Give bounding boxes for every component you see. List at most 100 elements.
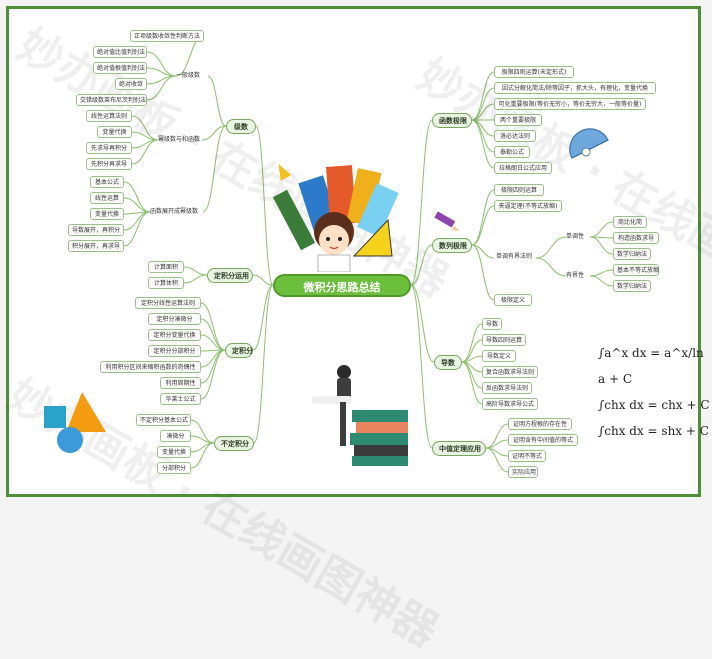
protractor-icon [569,128,609,159]
connector-line [123,197,151,213]
mvt-item[interactable]: 证明不等式 [508,450,546,462]
connector-line [200,302,226,351]
connector-line [200,318,226,351]
branch-indefinite[interactable]: 不定积分 [214,436,254,451]
limits-item[interactable]: 两个重要极限 [494,114,542,126]
derivative-item[interactable]: 导数四则运算 [482,334,526,346]
connector-line [183,274,208,284]
seq-bound-item[interactable]: 数学归纳法 [613,280,651,292]
limits-item[interactable]: 拉格朗日公式应用 [494,162,552,174]
branch-mvt[interactable]: 中值定理应用 [432,441,486,456]
branch-limits[interactable]: 函数极限 [432,113,472,128]
connector-line [589,236,614,255]
definite-apply-item[interactable]: 计算体积 [148,277,184,289]
seq-item[interactable]: 夹逼定理(不等式放缩) [494,200,562,212]
indefinite-item[interactable]: 分部积分 [157,462,191,474]
central-topic[interactable]: 微积分思路总结 [273,274,411,297]
books-girl-illustration [272,163,399,272]
connector-line [471,244,495,301]
definite-item[interactable]: 定积分分部积分 [148,345,201,357]
definite-item[interactable]: 华莱士公式 [160,393,201,405]
mvt-item[interactable]: 证明方程根的存在性 [508,418,572,430]
group-power-series[interactable]: 幂级数与和函数 [158,136,201,143]
connector-line [471,244,495,259]
seq-bound-item[interactable]: 基本不等式放缩 [613,264,659,276]
series-item[interactable]: 积分展开，再求导 [68,240,124,252]
seq-mono-item[interactable]: 构造函数求导 [613,232,659,244]
limits-item[interactable]: 泰勒公式 [494,146,530,158]
derivative-item[interactable]: 复合函数求导法则 [482,366,538,378]
connector-line [589,221,614,238]
connector-line [471,189,495,246]
seq-mono-label[interactable]: 单调性 [566,233,585,240]
indefinite-item[interactable]: 变量代换 [157,446,191,458]
indefinite-item[interactable]: 凑微分 [160,430,191,442]
connector-line [201,125,227,141]
mvt-item[interactable]: 证明含有中间值的等式 [508,434,578,446]
connector-line [146,75,177,101]
series-item[interactable]: 线性运算 [90,192,124,204]
derivative-item[interactable]: 高阶导数求导公式 [482,398,538,410]
seq-bound-label[interactable]: 有界性 [566,272,585,279]
formula-notes: ∫a^x dx = a^x/ln a + C ∫chx dx = chx + C… [598,340,712,444]
derivative-item[interactable]: 反函数求导法则 [482,382,532,394]
definite-item[interactable]: 定积分凑微分 [148,313,201,325]
series-item[interactable]: 绝对值比值判别法 [93,46,147,58]
series-item[interactable]: 正项级数收敛性判断方法 [130,30,204,42]
limits-item[interactable]: 因式分解化简法/除等因子，抓大头，有理化，变量代换 [494,82,656,94]
indefinite-item[interactable]: 不定积分基本公式 [136,414,191,426]
limits-item[interactable]: 极限四则运算(未定形式) [494,66,574,78]
pencil-icon [434,211,460,231]
series-item[interactable]: 先积分再求导 [86,158,132,170]
series-item[interactable]: 绝对收敛 [115,78,147,90]
seq-mono-item[interactable]: 数学归纳法 [613,248,651,260]
definite-item[interactable]: 定积分线性运算法则 [135,297,201,309]
series-item[interactable]: 导数展开，再积分 [68,224,124,236]
limits-item[interactable]: 洛必达法则 [494,130,536,142]
connector-line [410,244,433,286]
definite-item[interactable]: 利用积分区间来缩积函数的奇偶性 [100,361,201,373]
limits-item[interactable]: 可化重要极限(等价无穷小，等价无穷大，一般等价量) [494,98,646,110]
connector-line [471,119,495,169]
series-item[interactable]: 交错级数莱布尼茨判别法 [76,94,147,106]
derivative-item[interactable]: 导数定义 [482,350,516,362]
branch-series[interactable]: 级数 [226,119,256,134]
connector-line [589,269,614,277]
branch-derivative[interactable]: 导数 [434,355,462,370]
branch-definite[interactable]: 定积分 [225,343,253,358]
series-item[interactable]: 先求导再积分 [86,142,132,154]
seq-monotone-label[interactable]: 单调有界法则 [496,253,533,260]
series-item[interactable]: 基本公式 [90,176,124,188]
connector-line [252,274,274,286]
seq-mono-item[interactable]: 商比化简 [613,216,647,228]
connector-line [535,236,567,259]
formula-2: ∫chx dx = chx + C [598,398,710,412]
formula-3: ∫chx dx = shx + C [598,424,709,438]
connector-line [461,361,483,405]
series-item[interactable]: 变量代换 [97,126,132,138]
seq-item[interactable]: 极限定义 [494,294,532,306]
derivative-item[interactable]: 导数 [482,318,502,330]
connector-line [253,284,274,444]
connector-line [589,275,614,287]
branch-definite-apply[interactable]: 定积分运用 [207,268,253,283]
connector-line [252,284,274,351]
series-item[interactable]: 线性运算法则 [86,110,132,122]
series-item[interactable]: 变量代换 [90,208,124,220]
branch-seq-limits[interactable]: 数列极限 [432,238,472,253]
connector-line [131,139,159,165]
definite-item[interactable]: 定积分变量代换 [148,329,201,341]
definite-item[interactable]: 利用周期性 [160,377,201,389]
definite-apply-item[interactable]: 计算面积 [148,261,184,273]
connector-line [202,125,227,213]
connector-line [200,349,226,368]
connector-line [471,87,495,121]
connector-line [410,284,433,449]
group-expand-series[interactable]: 函数展开成幂级数 [150,208,199,215]
connector-line [123,211,151,231]
mvt-item[interactable]: 实际应用 [508,466,538,478]
seq-item[interactable]: 极限四则运算 [494,184,544,196]
connector-line [485,447,509,473]
series-item[interactable]: 绝对值根值判别法 [93,62,147,74]
group-general-series[interactable]: 一般级数 [176,72,201,79]
